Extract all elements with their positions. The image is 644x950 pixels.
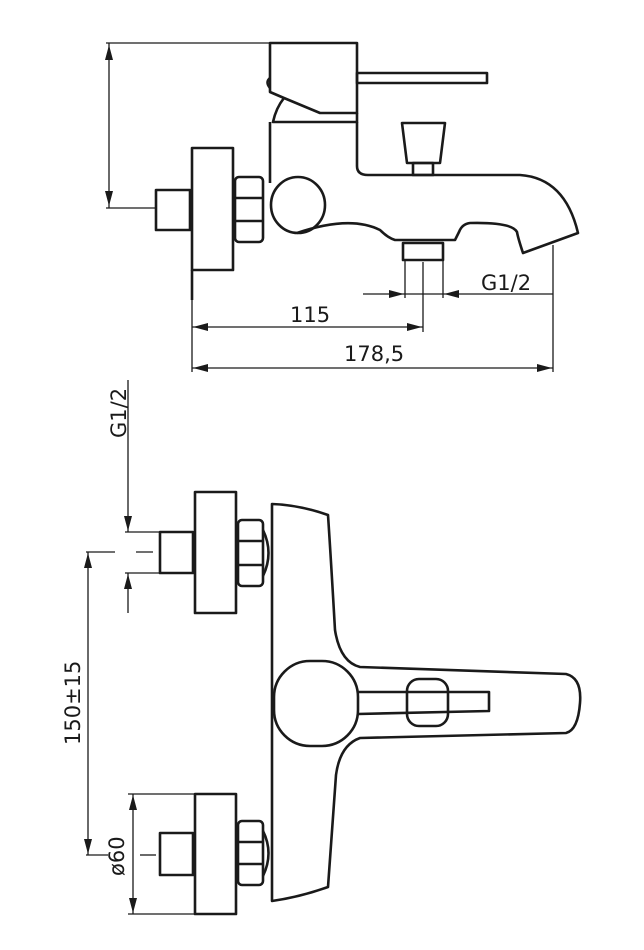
top-hex-nut [236,518,265,588]
lever-arm [355,71,489,85]
wall-to-outlet-label: 115 [290,303,330,327]
top-inlet-pipe [158,530,195,575]
mixer-handle-knob [272,659,360,748]
diverter-stem [411,161,435,177]
wall-to-spout-dimension: 178,5 [191,300,553,372]
bottom-inlet-pipe [158,831,195,877]
flange-diameter-label: ø60 [105,836,129,876]
handle-neck [271,97,359,124]
inlet-thread-label: G1/2 [107,388,131,438]
handle-knob [266,76,272,89]
lever-bar [357,690,491,716]
lever-slot [405,677,450,728]
bottom-hex-nut [236,819,265,887]
inlet-thread-dimension: G1/2 [107,380,160,613]
bottom-flange [193,792,238,916]
inlet-spacing-label: 150±15 [61,661,85,745]
spout-body [268,122,580,255]
wall-flange [190,146,235,272]
diverter-knob-round [269,175,327,235]
mixer-body-plate [270,502,582,903]
wall-to-outlet-dimension: 115 [192,303,423,331]
side-view: G1/2 115 178,5 [105,41,580,372]
height-dimension [105,42,272,209]
hex-nut [233,175,265,244]
handle-block [268,41,359,115]
outlet-thread-label: G1/2 [481,271,531,295]
top-flange [193,490,238,615]
front-view: G1/2 150±15 [61,380,582,916]
shower-outlet [401,241,445,262]
flange-diameter-dimension: ø60 [105,793,195,915]
inlet-spacing-dimension: 150±15 [61,552,92,855]
wall-to-spout-label: 178,5 [344,342,404,366]
outlet-thread-dimension: G1/2 [363,260,553,298]
diverter-button [400,121,447,165]
inlet-pipe [154,188,192,232]
